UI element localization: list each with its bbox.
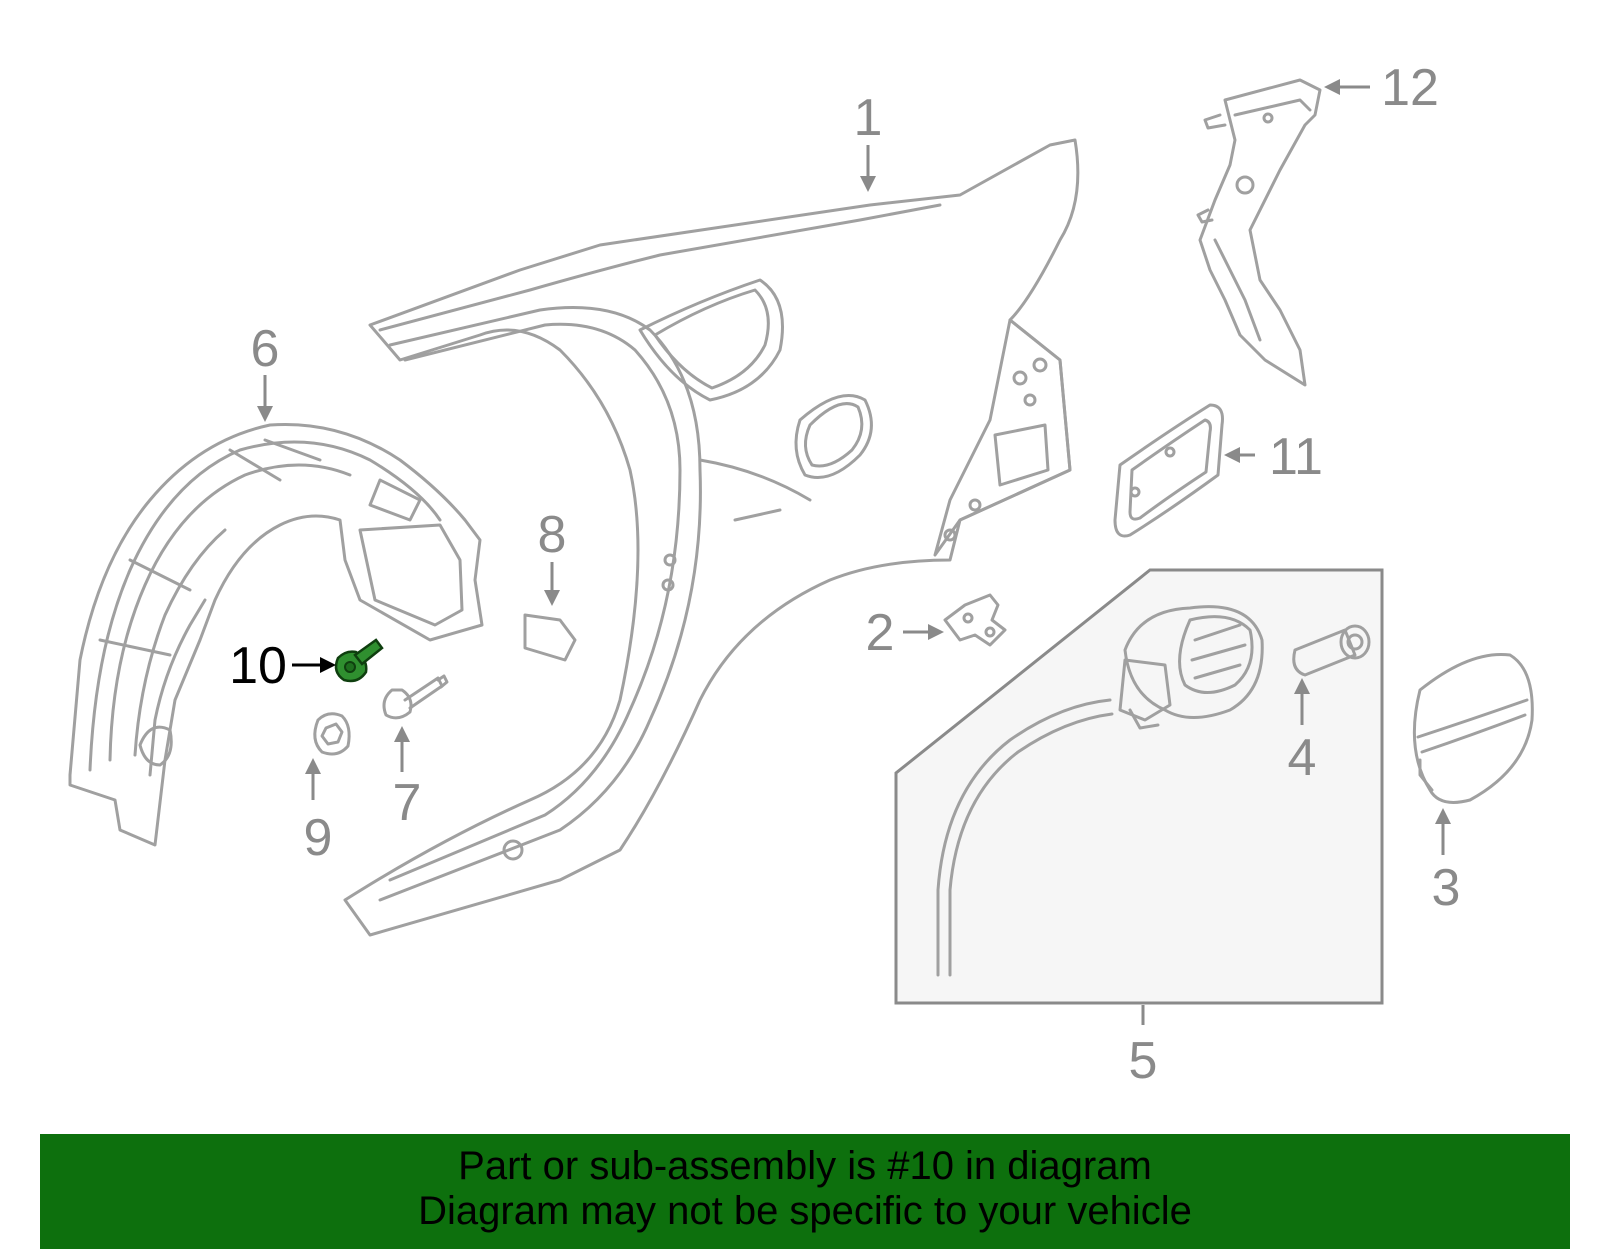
callout-10-number: 10 xyxy=(229,637,287,695)
callout-5: 5 xyxy=(1129,1005,1158,1090)
callout-1: 1 xyxy=(854,89,883,192)
quarter-panel-part xyxy=(343,138,1080,937)
callout-10-highlighted[interactable]: 10 xyxy=(229,637,336,695)
callout-2: 2 xyxy=(866,604,944,662)
callout-1-number: 1 xyxy=(854,89,883,147)
actuator-part xyxy=(1292,624,1371,677)
banner-part-line: Part or sub-assembly is #10 in diagram xyxy=(458,1144,1152,1188)
callout-2-number: 2 xyxy=(866,604,895,662)
callout-12: 12 xyxy=(1324,59,1439,117)
callout-3: 3 xyxy=(1432,808,1461,917)
callout-11: 11 xyxy=(1224,428,1323,486)
callout-7: 7 xyxy=(393,726,422,832)
callout-8-number: 8 xyxy=(538,506,567,564)
fastener-part-highlighted[interactable] xyxy=(334,638,384,683)
bolt-part xyxy=(382,674,449,720)
callout-6-number: 6 xyxy=(251,320,280,378)
callout-4: 4 xyxy=(1288,678,1317,787)
callout-3-number: 3 xyxy=(1432,859,1461,917)
callout-9: 9 xyxy=(304,758,333,867)
callout-6: 6 xyxy=(251,320,280,422)
callout-12-number: 12 xyxy=(1381,59,1439,117)
nut-part xyxy=(313,712,351,756)
filler-assembly-box xyxy=(894,568,1384,1005)
pad-part xyxy=(523,613,577,662)
callout-4-number: 4 xyxy=(1288,729,1317,787)
callout-8: 8 xyxy=(538,506,567,606)
callout-5-number: 5 xyxy=(1129,1032,1158,1090)
info-banner: Part or sub-assembly is #10 in diagram D… xyxy=(40,1134,1570,1249)
gasket-part xyxy=(1113,403,1224,538)
callout-7-number: 7 xyxy=(393,774,422,832)
bracket-part xyxy=(943,593,1007,647)
callout-9-number: 9 xyxy=(304,809,333,867)
wheel-liner-part xyxy=(68,422,484,847)
banner-disclaimer-line: Diagram may not be specific to your vehi… xyxy=(418,1189,1192,1233)
fuel-door-part xyxy=(1412,652,1534,804)
reinforcement-part xyxy=(1196,78,1322,387)
callout-11-number: 11 xyxy=(1269,428,1323,486)
